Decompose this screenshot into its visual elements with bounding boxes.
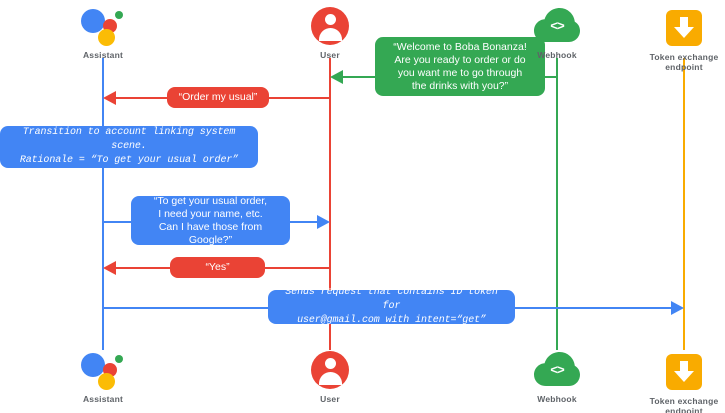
bubble-welcome-line-3: you want me to go through — [397, 66, 523, 79]
assistant-dot-blue-icon — [81, 353, 105, 377]
actor-label-user-bottom: User — [320, 394, 340, 404]
bubble-order-my-usual-text: “Order my usual” — [178, 91, 258, 103]
assistant-dot-green-icon — [115, 11, 123, 19]
actor-label-token-endpoint-bottom: Token exchange endpoint — [624, 396, 725, 413]
cloud-shape-icon — [534, 352, 580, 386]
user-avatar-icon — [311, 7, 349, 45]
bubble-order-my-usual: “Order my usual” — [167, 87, 269, 108]
download-tray-icon — [673, 39, 695, 42]
user-icon-wrap — [270, 4, 390, 48]
bubble-welcome-line-4: the drinks with you?” — [411, 79, 509, 92]
cloud-code-icon: <> — [534, 352, 580, 388]
lifeline-user — [329, 58, 331, 350]
lifeline-token-endpoint — [683, 58, 685, 350]
bubble-yes-text: “Yes” — [205, 261, 230, 273]
download-tray-icon — [673, 383, 695, 386]
bubble-need-name-line-3: Can I have those from Google?” — [158, 220, 263, 246]
arrow-head-sends-request — [671, 301, 684, 315]
arrow-head-order-my-usual — [103, 91, 116, 105]
google-assistant-icon — [81, 350, 125, 390]
bubble-need-name-line-2: I need your name, etc. — [158, 207, 263, 220]
note-transition-line-2: Rationale = “To get your usual order” — [19, 155, 239, 166]
lifeline-assistant — [102, 58, 104, 350]
bubble-welcome: “Welcome to Boba Bonanza! Are you ready … — [375, 37, 545, 96]
actor-label-token-endpoint-bottom-line-1: Token exchange — [649, 396, 719, 406]
arrow-head-welcome — [330, 70, 343, 84]
actor-token-endpoint-bottom[interactable]: Token exchange endpoint — [624, 350, 725, 413]
actor-label-webhook-bottom: Webhook — [537, 394, 577, 404]
note-transition: Transition to account linking system sce… — [0, 126, 258, 168]
download-arrow-stem-icon — [680, 361, 688, 373]
download-box-icon — [666, 10, 702, 46]
assistant-icon-wrap — [43, 4, 163, 48]
actor-label-token-endpoint-bottom-line-2: endpoint — [665, 406, 703, 413]
download-box-icon — [666, 354, 702, 390]
actor-label-assistant-bottom: Assistant — [82, 394, 124, 404]
actor-assistant-bottom[interactable]: Assistant — [43, 348, 163, 404]
bubble-welcome-line-1: “Welcome to Boba Bonanza! — [393, 40, 527, 53]
assistant-dot-red-icon — [103, 363, 117, 377]
actor-user-bottom[interactable]: User — [270, 348, 390, 404]
token-endpoint-icon-wrap — [624, 6, 725, 50]
bubble-welcome-line-2: Are you ready to order or do — [394, 53, 526, 66]
download-arrow-head-icon — [674, 27, 694, 38]
note-sends-request-line-2: user@gmail.com with intent=“get” — [297, 315, 486, 326]
user-icon-wrap-bottom — [270, 348, 390, 392]
download-arrow-stem-icon — [680, 17, 688, 29]
arrow-head-need-name — [317, 215, 330, 229]
google-assistant-icon — [81, 6, 125, 46]
actor-assistant-top[interactable]: Assistant — [43, 4, 163, 60]
lifeline-webhook — [556, 58, 558, 350]
actor-label-token-endpoint-line-2: endpoint — [665, 62, 703, 72]
webhook-code-glyph: <> — [550, 363, 565, 378]
actor-label-token-endpoint-line-1: Token exchange — [649, 52, 719, 62]
note-sends-request: Sends request that contains ID token for… — [268, 287, 515, 326]
assistant-dot-green-icon — [115, 355, 123, 363]
bubble-need-name-line-1: “To get your usual order, — [153, 194, 268, 207]
assistant-dot-yellow-icon — [98, 29, 115, 46]
assistant-dot-red-icon — [103, 19, 117, 33]
user-avatar-icon — [311, 351, 349, 389]
actor-label-token-endpoint: Token exchange endpoint — [624, 52, 725, 72]
note-sends-request-line-1: Sends request that contains ID token for — [285, 287, 498, 312]
actor-token-endpoint-top[interactable]: Token exchange endpoint — [624, 6, 725, 72]
assistant-icon-wrap-bottom — [43, 348, 163, 392]
token-endpoint-icon-wrap-bottom — [624, 350, 725, 394]
actor-user-top[interactable]: User — [270, 4, 390, 60]
actor-webhook-bottom[interactable]: <> Webhook — [497, 348, 617, 404]
note-transition-line-1: Transition to account linking system sce… — [22, 127, 236, 152]
assistant-dot-yellow-icon — [98, 373, 115, 390]
bubble-yes: “Yes” — [170, 257, 265, 278]
download-arrow-head-icon — [674, 371, 694, 382]
bubble-need-name: “To get your usual order, I need your na… — [131, 194, 290, 246]
webhook-icon-wrap-bottom: <> — [497, 348, 617, 392]
assistant-dot-blue-icon — [81, 9, 105, 33]
webhook-code-glyph: <> — [550, 19, 565, 34]
arrow-head-yes — [103, 261, 116, 275]
